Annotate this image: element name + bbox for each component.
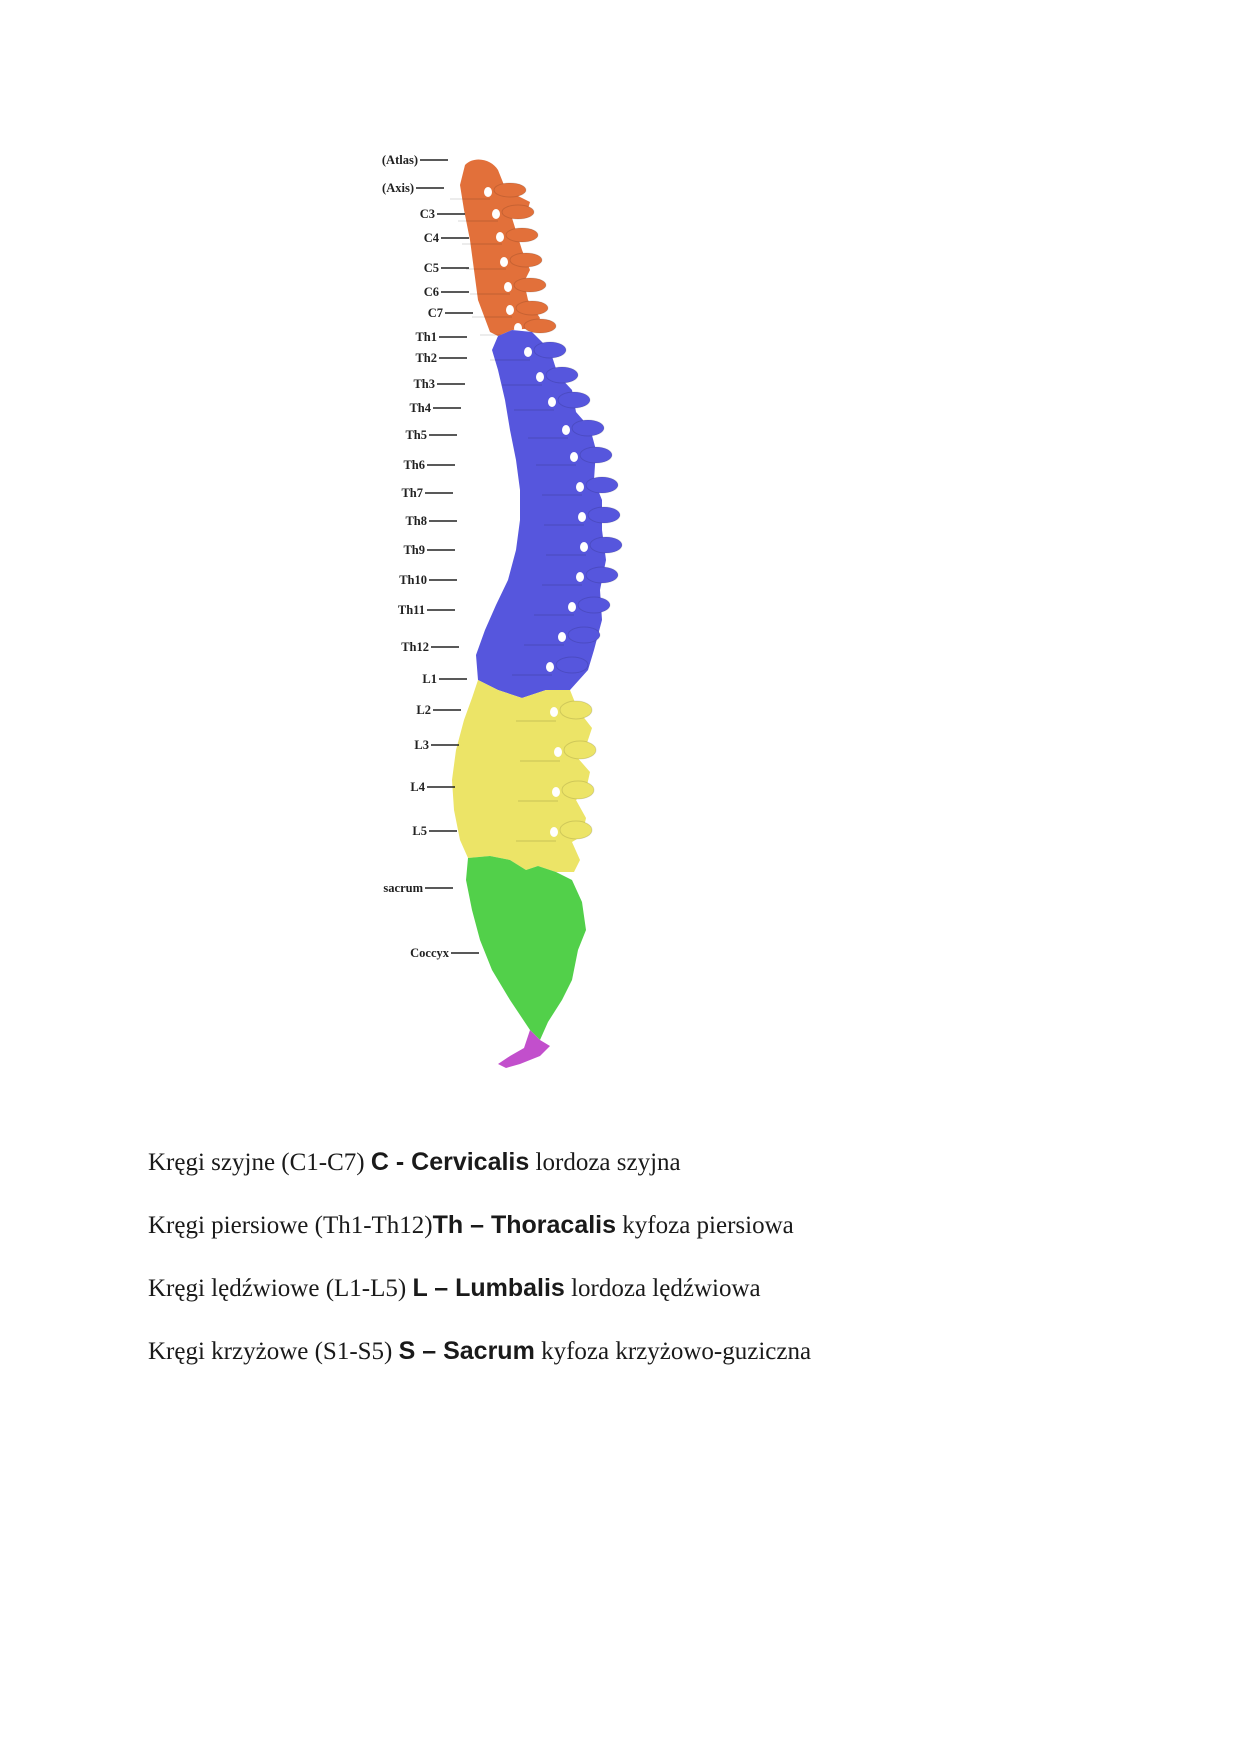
cervical-region bbox=[450, 159, 557, 336]
vertebra-label: Th9 bbox=[403, 543, 425, 557]
vertebra-label: Th8 bbox=[405, 514, 427, 528]
line-text: Kręgi krzyżowe (S1-S5) bbox=[148, 1338, 399, 1365]
region-name: L – Lumbalis bbox=[412, 1274, 565, 1302]
curvature-text: kyfoza piersiowa bbox=[616, 1212, 794, 1239]
vertebra-label: C7 bbox=[428, 306, 443, 320]
vertebra-label: Th4 bbox=[409, 401, 431, 415]
line-text: Kręgi piersiowe (Th1-Th12) bbox=[148, 1212, 433, 1239]
vertebra-label: L1 bbox=[422, 672, 437, 686]
vertebra-label: C3 bbox=[420, 207, 435, 221]
coccyx-region bbox=[498, 1030, 550, 1068]
region-name: S – Sacrum bbox=[398, 1337, 535, 1365]
vertebra-label: C5 bbox=[424, 261, 439, 275]
vertebra-label: L4 bbox=[410, 780, 425, 794]
vertebra-label: Th6 bbox=[403, 458, 425, 472]
region-name: C - Cervicalis bbox=[370, 1148, 530, 1176]
line-text: Kręgi szyjne (C1-C7) bbox=[148, 1149, 371, 1176]
vertebra-label: Th12 bbox=[401, 640, 429, 654]
vertebra-label: Th1 bbox=[415, 330, 437, 344]
curvature-text: lordoza lędźwiowa bbox=[564, 1275, 761, 1302]
vertebra-label: C6 bbox=[424, 285, 439, 299]
spine-diagram: C1 (Atlas) C2 (Axis) C3C4C5C6C7Th1Th2Th3Th… bbox=[380, 150, 720, 1100]
legend-line-sacral: Kręgi krzyżowe (S1-S5) S – Sacrum kyfoza… bbox=[148, 1327, 1148, 1390]
curvature-text: kyfoza krzyżowo-guziczna bbox=[534, 1338, 812, 1365]
sacrum-region bbox=[466, 856, 586, 1040]
region-name: Th – Thoracalis bbox=[432, 1211, 617, 1239]
vertebra-label: C2 (Axis) bbox=[380, 181, 414, 195]
line-text: Kręgi lędźwiowe (L1-L5) bbox=[148, 1275, 413, 1302]
vertebra-label: Th5 bbox=[405, 428, 427, 442]
vertebra-label: C4 bbox=[424, 231, 440, 245]
lumbar-region bbox=[452, 680, 597, 872]
curvature-text: lordoza szyjna bbox=[529, 1149, 681, 1176]
vertebra-label: Coccyx bbox=[410, 946, 450, 960]
vertebra-label: Os sacrum bbox=[380, 881, 424, 895]
vertebra-label: C1 (Atlas) bbox=[380, 153, 418, 167]
region-legend: Kręgi szyjne (C1-C7) C - Cervicalis lord… bbox=[148, 1138, 1148, 1390]
vertebra-label: L5 bbox=[412, 824, 427, 838]
vertebra-label: Th3 bbox=[413, 377, 435, 391]
legend-line-lumbar: Kręgi lędźwiowe (L1-L5) L – Lumbalis lor… bbox=[148, 1264, 1148, 1327]
thoracic-region bbox=[476, 330, 623, 698]
vertebra-label: Th7 bbox=[401, 486, 423, 500]
legend-line-thoracic: Kręgi piersiowe (Th1-Th12)Th – Thoracali… bbox=[148, 1201, 1148, 1264]
spine-illustration: C1 (Atlas) C2 (Axis) C3C4C5C6C7Th1Th2Th3Th… bbox=[380, 153, 623, 1068]
vertebra-label: Th2 bbox=[415, 351, 437, 365]
legend-line-cervical: Kręgi szyjne (C1-C7) C - Cervicalis lord… bbox=[148, 1138, 1148, 1201]
vertebra-label: Th10 bbox=[399, 573, 427, 587]
vertebra-label: L3 bbox=[414, 738, 429, 752]
vertebra-label: L2 bbox=[416, 703, 431, 717]
vertebra-label: Th11 bbox=[398, 603, 425, 617]
